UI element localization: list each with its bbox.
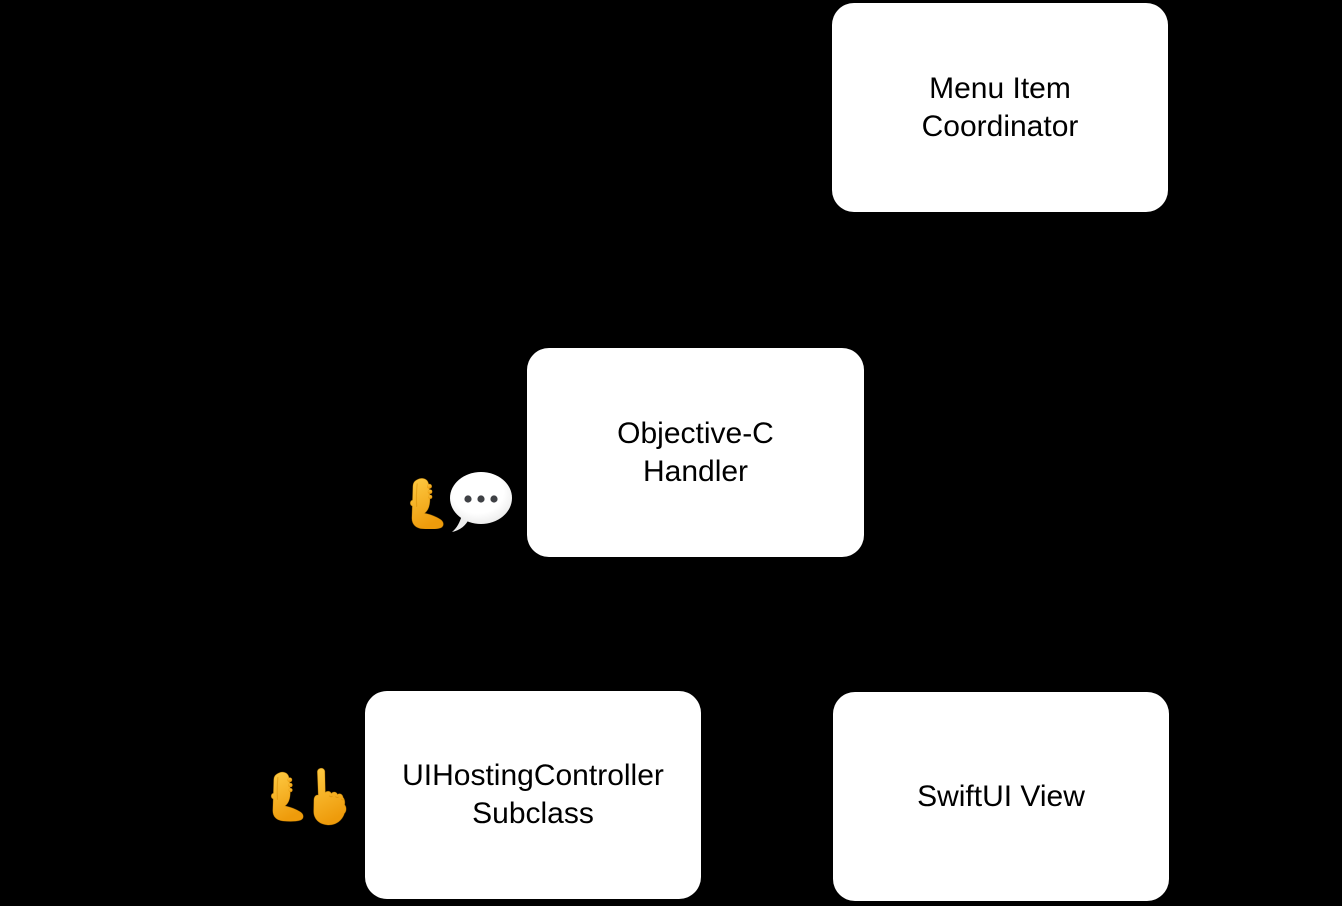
bent-hand-emoji-icon: [409, 478, 444, 529]
node-label-line: UIHostingController: [402, 759, 664, 792]
node-menu-item-coordinator: Menu Item Coordinator: [832, 3, 1168, 212]
balloon-dot: [464, 495, 472, 503]
hand-crease: [276, 776, 279, 800]
node-label-line: Handler: [642, 454, 749, 488]
speech-balloon-icon: [450, 472, 512, 532]
bent-hand-shape: [270, 771, 304, 822]
hand-crease: [415, 483, 418, 507]
knuckle-crease: [335, 796, 339, 799]
node-uihostingcontroller-subclass: UIHostingController Subclass: [365, 691, 701, 899]
knuckle-bump: [288, 782, 293, 788]
node-label-line: SwiftUI View: [917, 779, 1085, 813]
node-label-line: Coordinator: [921, 109, 1079, 143]
handler-annotation: [404, 471, 512, 534]
knuckle-bump: [427, 489, 433, 495]
node-label-line: Menu Item: [929, 71, 1071, 105]
knuckle-bump: [426, 483, 433, 489]
balloon-dot: [490, 495, 498, 503]
bent-hand-emoji-icon: [270, 771, 304, 822]
knuckle-bump: [428, 494, 433, 500]
knuckle-crease: [340, 798, 345, 801]
knuckle-bump: [288, 788, 293, 793]
subclass-annotation: [266, 766, 348, 827]
knuckle-crease: [329, 795, 333, 798]
node-objective-c-handler: Objective-C Handler: [527, 348, 864, 557]
knuckle-bump: [287, 777, 293, 783]
node-swiftui-view: SwiftUI View: [833, 692, 1169, 901]
node-label-line: Subclass: [472, 797, 594, 830]
node-label-line: Objective-C: [617, 416, 774, 450]
balloon-dot: [477, 495, 485, 503]
bent-hand-shape: [409, 478, 444, 529]
index-pointing-up-icon: [313, 767, 347, 826]
